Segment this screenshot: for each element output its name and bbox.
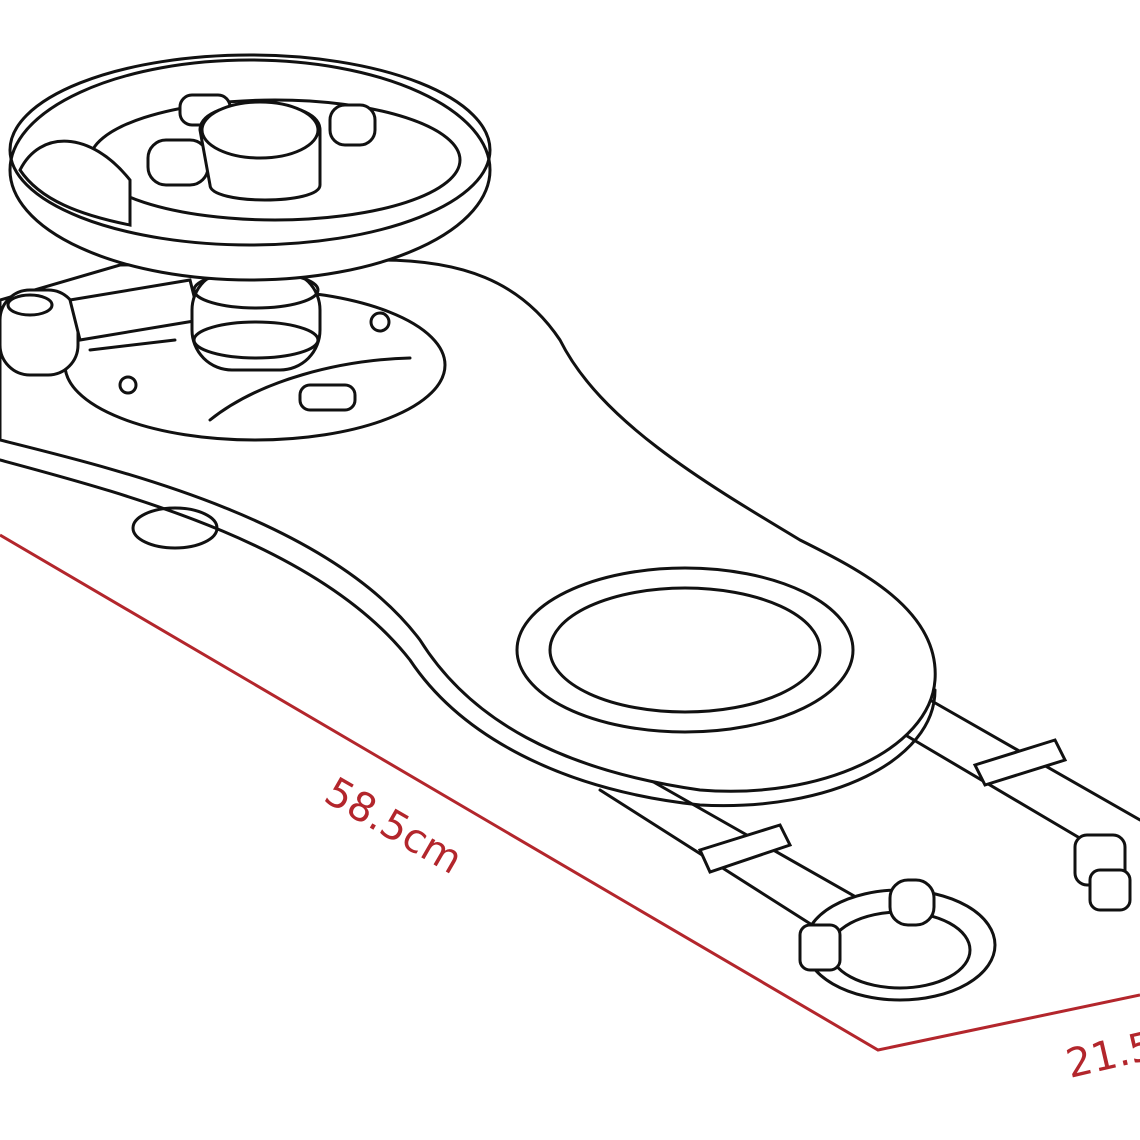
buckle-right: [1073, 833, 1132, 912]
buckle-left: [798, 878, 997, 1002]
dimension-lines: [0, 533, 1140, 1052]
strap-slider: [697, 823, 793, 874]
straps: [598, 698, 1140, 932]
side-knob: [0, 278, 202, 377]
length-dimension: 58.5cm: [317, 769, 470, 884]
steering-column: [190, 268, 322, 372]
cup-holder: [515, 566, 855, 734]
width-dimension: 21.5: [1062, 1023, 1140, 1088]
steering-wheel: [8, 53, 492, 282]
switch-icon: [298, 383, 357, 412]
strap-slider: [972, 738, 1068, 787]
horn-button: [200, 100, 320, 160]
foot-pad: [131, 506, 219, 550]
